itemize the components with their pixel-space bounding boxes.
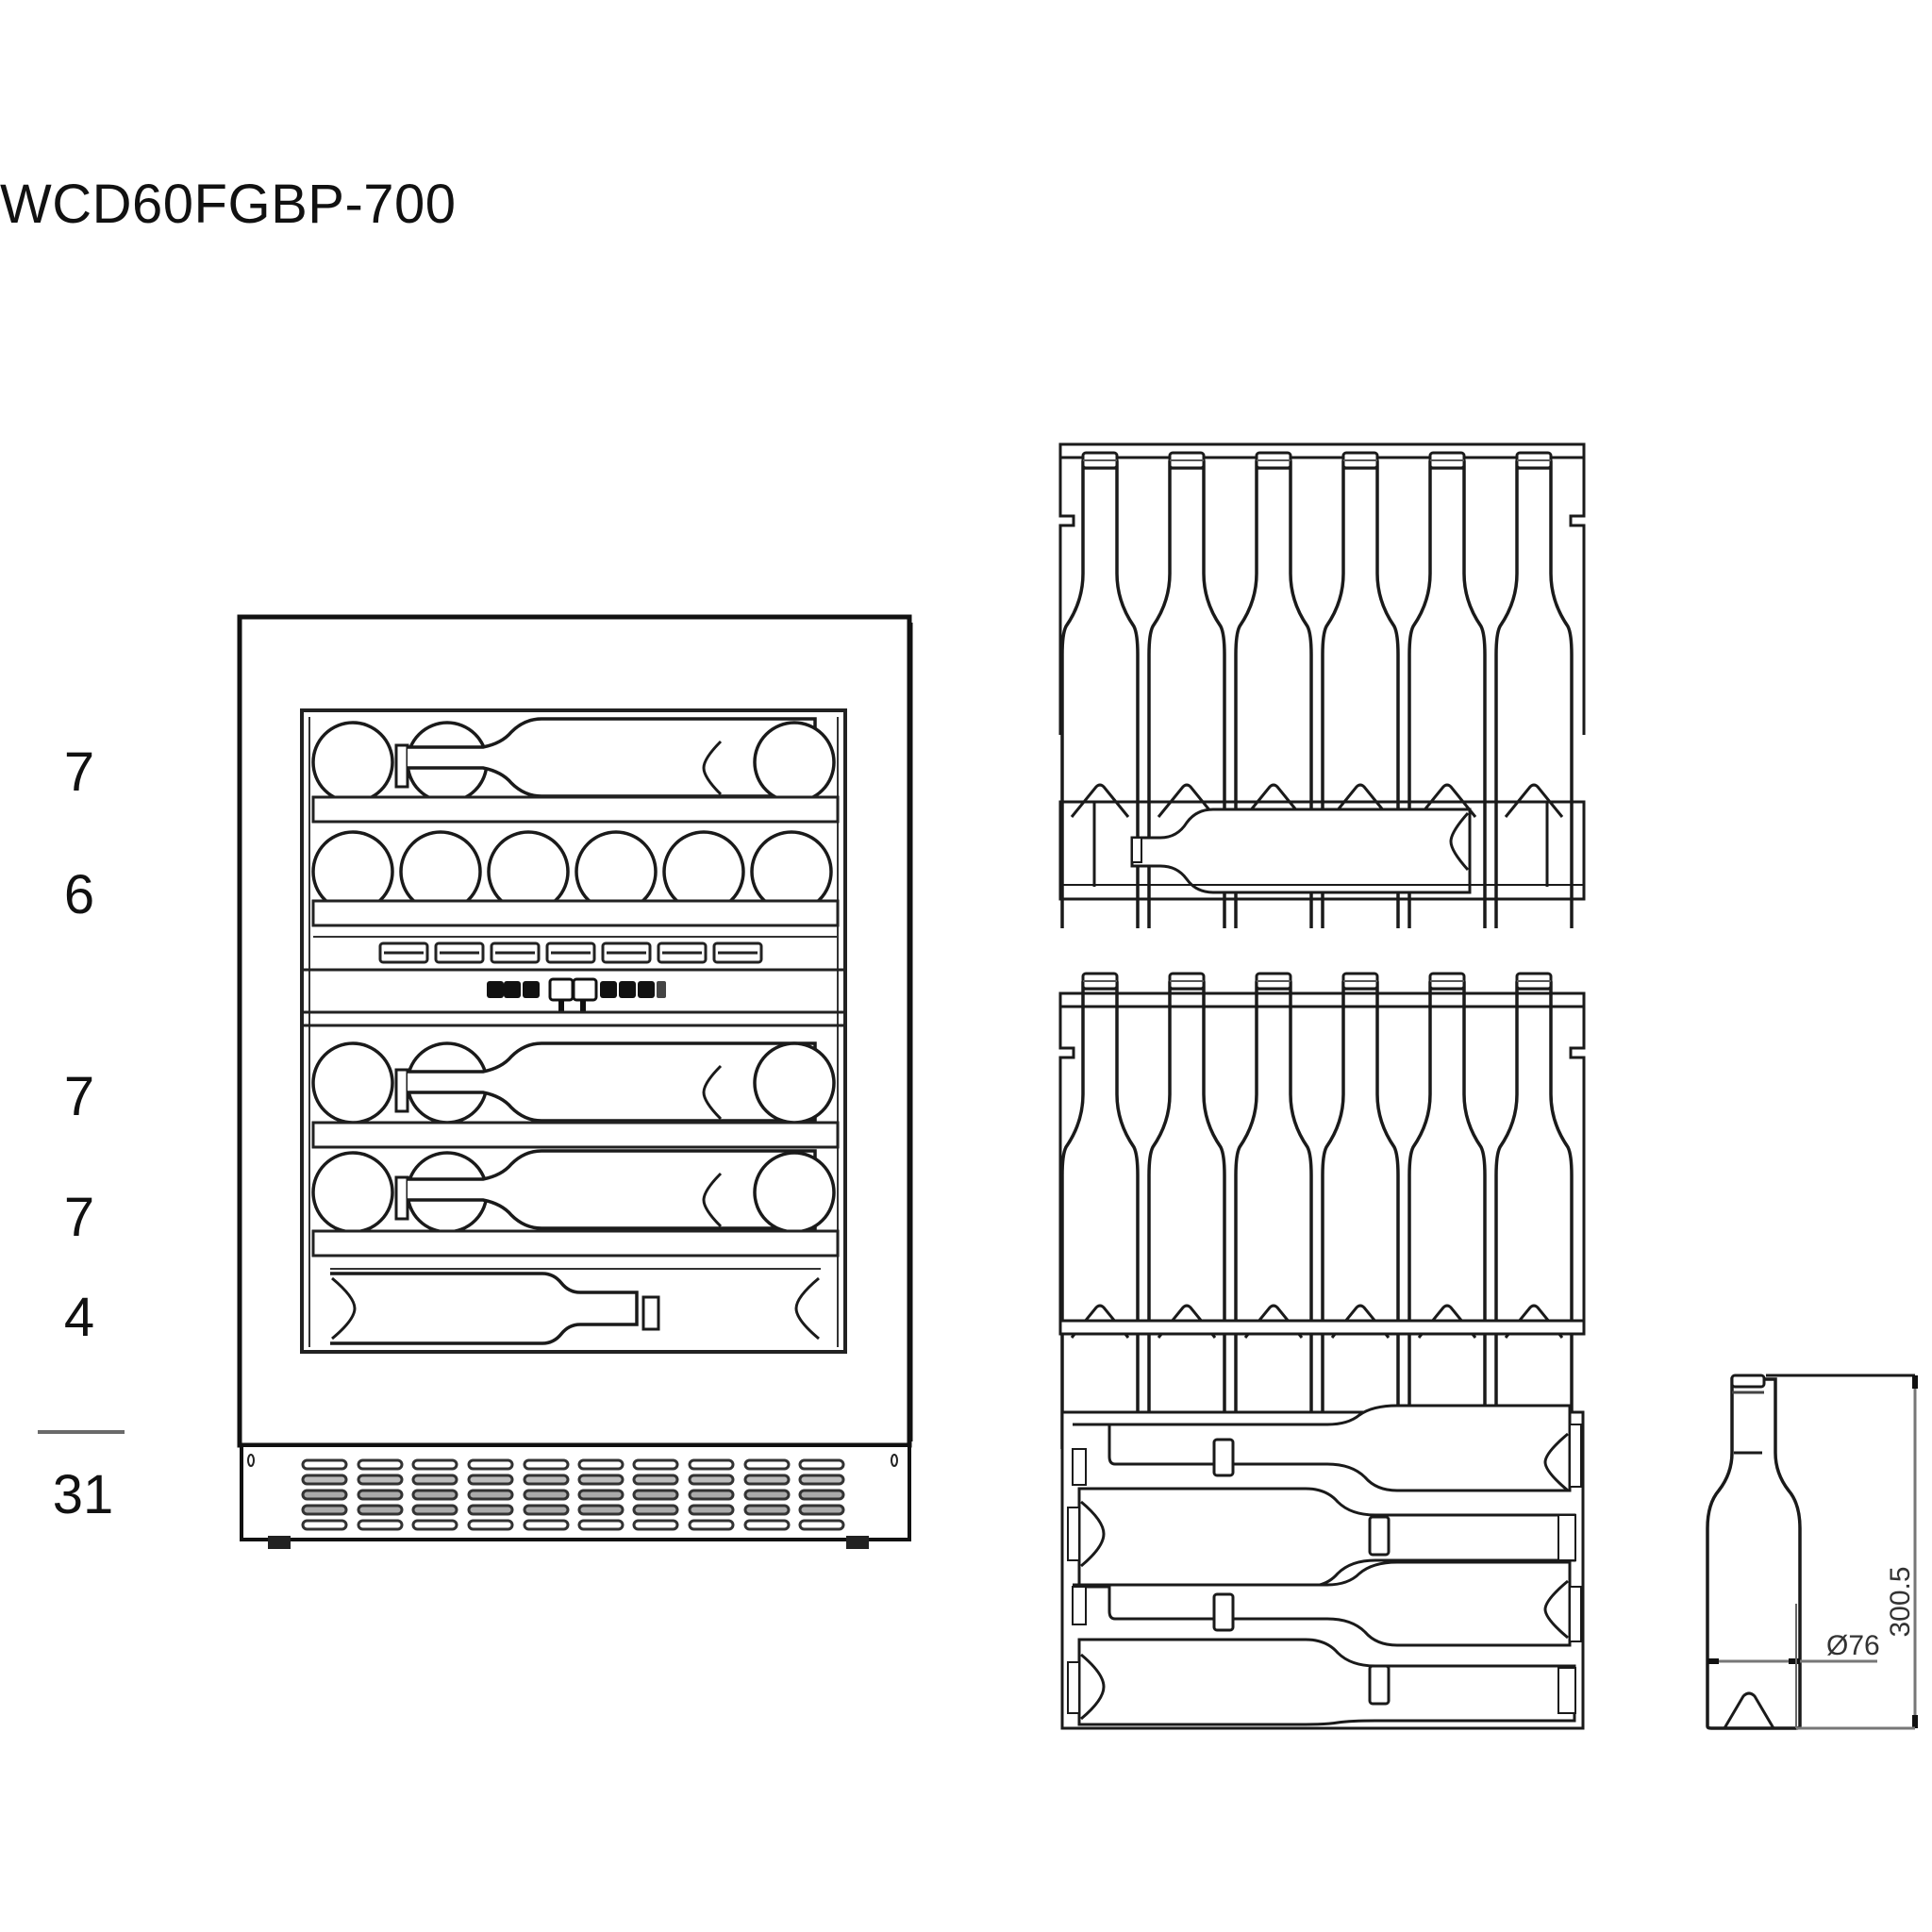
shelf-count-lower-1: 7 <box>63 1066 95 1127</box>
shelf-count-lower-2: 7 <box>63 1187 95 1248</box>
base-vent-grille <box>240 1443 911 1549</box>
total-count: 31 <box>52 1464 114 1525</box>
cabinet-shelf-upper-2 <box>311 830 840 927</box>
bottle-diameter-label: Ø76 <box>1826 1630 1880 1661</box>
interior-fan-vent <box>304 936 843 972</box>
model-title: WCD60FGBP-700 <box>0 174 457 235</box>
shelf-count-bottom: 4 <box>63 1287 95 1348</box>
cabinet-shelf-lower-1 <box>311 1041 840 1149</box>
bottle-dimension-reference: 300.5 Ø76 <box>1706 1374 1918 1730</box>
shelf-count-upper-2: 6 <box>63 864 95 925</box>
wine-cooler-front-view <box>237 614 913 1549</box>
shelf-detail-2 <box>1058 972 1586 1451</box>
cabinet-shelf-upper-1 <box>311 717 840 824</box>
bottle-height-label: 300.5 <box>1885 1566 1916 1637</box>
cabinet-shelf-lower-2 <box>311 1149 840 1257</box>
control-panel <box>304 977 843 1027</box>
shelf-count-upper-1: 7 <box>63 741 95 803</box>
shelf-detail-3 <box>1060 1404 1585 1730</box>
cabinet-shelf-bottom <box>330 1268 821 1345</box>
shelf-detail-1 <box>1058 442 1586 930</box>
total-divider <box>38 1430 125 1434</box>
